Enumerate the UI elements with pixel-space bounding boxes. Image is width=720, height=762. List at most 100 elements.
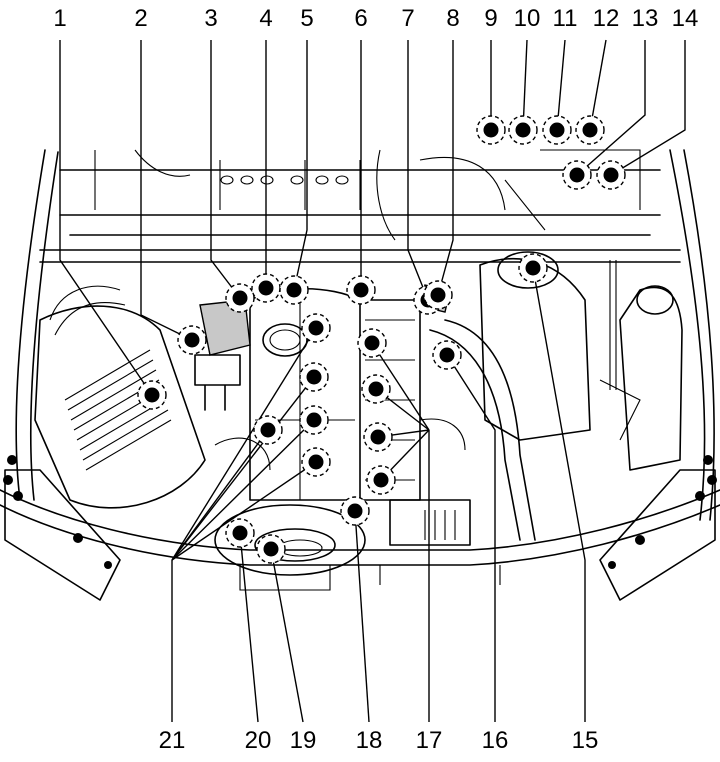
engine-details xyxy=(214,300,466,500)
callout-dot xyxy=(347,503,363,519)
callout-dot xyxy=(373,472,389,488)
label-11: 11 xyxy=(553,5,578,32)
callout-dot xyxy=(308,320,324,336)
lower-panel xyxy=(239,565,501,591)
callout-marker-4 xyxy=(251,273,281,303)
callout-dot xyxy=(569,167,585,183)
coolant-cap xyxy=(497,251,559,289)
callout-marker-6 xyxy=(346,275,376,305)
leader-line-1 xyxy=(59,40,153,396)
callout-dot xyxy=(483,122,499,138)
callout-marker-11 xyxy=(542,115,572,145)
callout-dot xyxy=(144,387,160,403)
label-6: 6 xyxy=(354,5,367,32)
callout-dot xyxy=(232,290,248,306)
coolant-reservoir xyxy=(479,257,591,441)
leader-line-8 xyxy=(437,40,454,296)
throttle-linkage xyxy=(194,354,241,411)
callout-marker-20 xyxy=(225,518,255,548)
callout-dot xyxy=(306,369,322,385)
callout-marker-12 xyxy=(575,115,605,145)
alternator xyxy=(389,499,471,546)
air-filter-housing xyxy=(34,305,206,509)
callout-dot xyxy=(582,122,598,138)
top-number-labels: 1 2 3 4 5 6 7 8 9 10 11 12 13 14 xyxy=(53,5,698,32)
callout-dot xyxy=(439,347,455,363)
radiator-hose xyxy=(429,319,536,541)
callout-dot xyxy=(258,280,274,296)
label-9: 9 xyxy=(484,5,497,32)
callout-dot xyxy=(353,282,369,298)
leader-branch-21-2 xyxy=(171,327,317,561)
leader-line-19 xyxy=(270,548,304,723)
leader-line-15 xyxy=(532,267,586,722)
callout-dot xyxy=(263,541,279,557)
leader-line-12 xyxy=(589,39,607,131)
label-20: 20 xyxy=(245,727,272,754)
callout-dot xyxy=(306,412,322,428)
label-14: 14 xyxy=(672,5,699,32)
label-16: 16 xyxy=(482,727,509,754)
radiator-support xyxy=(0,489,720,566)
callout-marker-17-1 xyxy=(357,328,387,358)
callout-dot xyxy=(515,122,531,138)
crank-pulley-inner xyxy=(254,528,336,562)
callout-dot xyxy=(232,525,248,541)
callout-dot xyxy=(184,332,200,348)
callout-marker-17-4 xyxy=(366,465,396,495)
label-15: 15 xyxy=(572,727,599,754)
leader-line-3 xyxy=(210,40,241,299)
leader-branch-21-3 xyxy=(171,376,315,561)
label-17: 17 xyxy=(416,727,443,754)
leader-line-18 xyxy=(354,510,370,723)
bottom-number-labels: 21 20 19 18 17 16 15 xyxy=(159,727,599,754)
intake-hose xyxy=(49,285,126,336)
leader-lines xyxy=(59,39,686,723)
callout-dot xyxy=(430,287,446,303)
callout-marker-21-4 xyxy=(299,405,329,435)
callout-dot xyxy=(549,122,565,138)
callout-marker-2 xyxy=(177,325,207,355)
leader-branch-17-1 xyxy=(371,342,430,431)
cowl-details xyxy=(94,149,641,241)
leader-line-13 xyxy=(576,40,646,176)
wiring-harness xyxy=(599,260,641,441)
cowl-vents xyxy=(220,175,349,185)
callout-dot xyxy=(364,335,380,351)
label-19: 19 xyxy=(290,727,317,754)
callout-marker-8 xyxy=(423,280,453,310)
bolts xyxy=(3,455,717,569)
label-10: 10 xyxy=(514,5,541,32)
callout-marker-17-2 xyxy=(361,374,391,404)
label-7: 7 xyxy=(401,5,414,32)
label-13: 13 xyxy=(632,5,659,32)
callout-marker-14 xyxy=(596,160,626,190)
callout-marker-21-5 xyxy=(301,447,331,477)
washer-reservoir xyxy=(619,286,683,471)
leader-line-5 xyxy=(293,40,308,291)
leader-branch-21-4 xyxy=(171,419,315,561)
air-filter-ribs xyxy=(64,349,172,471)
callout-markers xyxy=(137,115,626,564)
label-3: 3 xyxy=(204,5,217,32)
callout-marker-21-3 xyxy=(299,362,329,392)
leader-line-20 xyxy=(239,532,259,723)
callout-dot xyxy=(603,167,619,183)
callout-marker-16 xyxy=(432,340,462,370)
callout-marker-5 xyxy=(279,275,309,305)
callout-dot xyxy=(370,429,386,445)
callout-marker-17-3 xyxy=(363,422,393,452)
callout-marker-21-2 xyxy=(301,313,331,343)
label-4: 4 xyxy=(259,5,272,32)
callout-marker-1 xyxy=(137,380,167,410)
callout-marker-10 xyxy=(508,115,538,145)
leader-line-16 xyxy=(446,354,496,722)
crank-pulley-outer xyxy=(214,504,366,576)
label-18: 18 xyxy=(356,727,383,754)
leader-line-11 xyxy=(556,39,566,131)
oil-filler-cap xyxy=(262,323,308,357)
label-21: 21 xyxy=(159,727,186,754)
callout-marker-9 xyxy=(476,115,506,145)
label-1: 1 xyxy=(53,5,66,32)
